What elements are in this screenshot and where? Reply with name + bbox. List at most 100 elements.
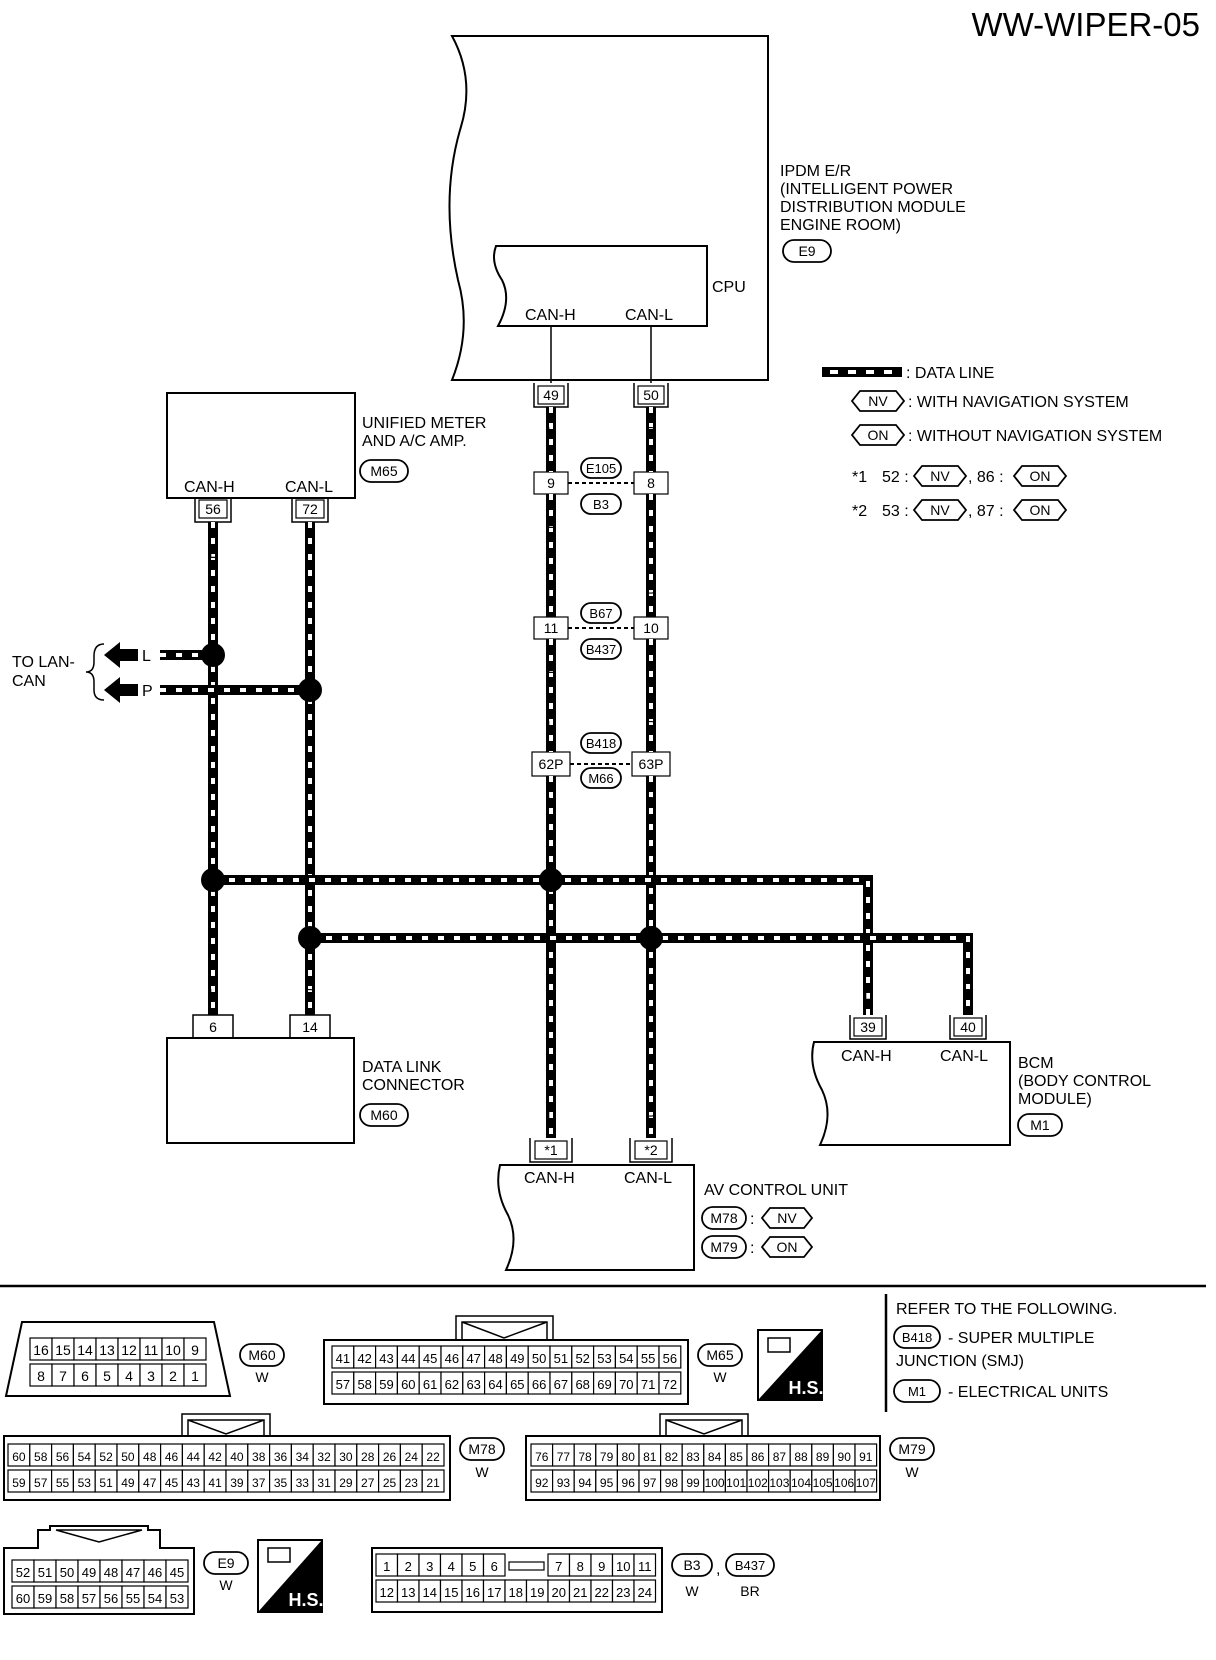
av-sep-1: : [750,1211,754,1228]
refer-block: REFER TO THE FOLLOWING. B418 - SUPER MUL… [884,1294,1117,1412]
note1-b: , 86 : [968,469,1004,486]
pin-number: 21 [573,1585,587,1600]
m60-id: M60 [248,1347,275,1363]
m65-color: W [713,1369,727,1385]
pin-number: 41 [336,1351,350,1366]
pin-number: 12 [380,1585,394,1600]
to-lan-label-2: CAN [12,673,46,690]
pin-number: 91 [859,1450,873,1464]
pin-number: 46 [445,1351,459,1366]
pin-number: 62 [445,1377,459,1392]
pin-cell [421,1469,445,1493]
dlc-pin-h: 6 [209,1019,217,1035]
pin-number: 54 [619,1351,633,1366]
pin-number: 85 [730,1450,744,1464]
to-lan-label-1: TO LAN- [12,654,75,671]
pin-number: 44 [187,1450,201,1464]
hs-label-2: H.S. [288,1590,323,1610]
pin-number: 61 [423,1377,437,1392]
pin-number: 92 [535,1476,549,1490]
inline2-pin-l: 10 [643,620,659,636]
bcm-pin-l: 40 [960,1019,976,1035]
dlc-name-1: DATA LINK [362,1059,442,1076]
pin-number: 49 [82,1565,96,1580]
connector-key [508,1561,545,1571]
pin-number: 52 [99,1450,113,1464]
meter-connector-id: M65 [370,463,397,479]
wcl-10: P [646,719,657,736]
refer-smj-2: JUNCTION (SMJ) [896,1353,1024,1370]
ipdm-pin-l: 50 [643,387,659,403]
data-line-wire [213,875,873,1015]
pin-number: 19 [530,1585,544,1600]
pin-number: 49 [510,1351,524,1366]
meter-can-l-label: CAN-L [285,479,333,496]
pin-cell [183,1363,207,1387]
pin-number: 88 [794,1450,808,1464]
dlc-module: 6 14 DATA LINK CONNECTOR M60 [166,1014,465,1144]
note2-mark: *2 [852,503,867,520]
meter-name-2: AND A/C AMP. [362,433,467,450]
pin-cell [482,1553,506,1577]
pin-number: 63 [466,1377,480,1392]
meter-module: CAN-H CAN-L UNIFIED METER AND A/C AMP. M… [166,392,486,523]
pin-number: 24 [405,1450,419,1464]
bcm-name-3: MODULE) [1018,1091,1092,1108]
legend-nv-tag: NV [868,393,888,409]
pin-number: 22 [426,1450,440,1464]
inline2-pin-h: 11 [544,620,559,636]
wcl-20: P [963,987,974,1004]
ipdm-name: IPDM E/R [780,163,851,180]
pin-number: 84 [708,1450,722,1464]
pin-number: 5 [469,1559,476,1574]
pin-number: 55 [641,1351,655,1366]
pin-cell [854,1443,878,1467]
pin-number: 49 [121,1476,135,1490]
pin-number: 56 [104,1591,118,1606]
wcl-5: L [547,585,556,602]
pin-cell [658,1345,682,1369]
pin-number: 51 [554,1351,568,1366]
pin-number: 5 [103,1368,111,1384]
bcm-name-2: (BODY CONTROL [1018,1073,1151,1090]
pin-number: 70 [619,1377,633,1392]
wire-color-labels: L P L P L P L P L P L P L P L P L P L P [209,425,974,1125]
pin-number: 60 [16,1591,30,1606]
pin-number: 45 [423,1351,437,1366]
av-name: AV CONTROL UNIT [704,1182,848,1199]
ipdm-desc-3: ENGINE ROOM) [780,217,901,234]
pin-number: 12 [121,1342,137,1358]
wcl-8: P [646,660,657,677]
pin-number: 54 [148,1591,162,1606]
wcl-13: L [547,1108,556,1125]
pin-number: 58 [34,1450,48,1464]
bcm-name-1: BCM [1018,1055,1054,1072]
note1-mark: *1 [852,469,867,486]
pin-number: 58 [60,1591,74,1606]
pin-number: 8 [37,1368,45,1384]
av-nv-tag: NV [777,1210,797,1226]
pin-number: 45 [170,1565,184,1580]
pin-cell [633,1553,657,1577]
pin-number: 28 [361,1450,375,1464]
pin-number: 3 [426,1559,433,1574]
pin-number: 50 [60,1565,74,1580]
note2-a: 53 : [882,503,909,520]
wcl-17: L [209,987,218,1004]
wcl-6: P [646,585,657,602]
note1-nv: NV [930,468,950,484]
note2-nv: NV [930,502,950,518]
av-can-l-label: CAN-L [624,1170,672,1187]
legend: : DATA LINE NV : WITH NAVIGATION SYSTEM … [822,365,1162,521]
to-lan-h: L [142,648,151,665]
pin-number: 43 [379,1351,393,1366]
pin-number: 58 [357,1377,371,1392]
pin-number: 59 [379,1377,393,1392]
pin-number: 43 [187,1476,201,1490]
ipdm-connector-id: E9 [798,243,815,259]
inline3-pin-h: 62P [539,756,564,772]
